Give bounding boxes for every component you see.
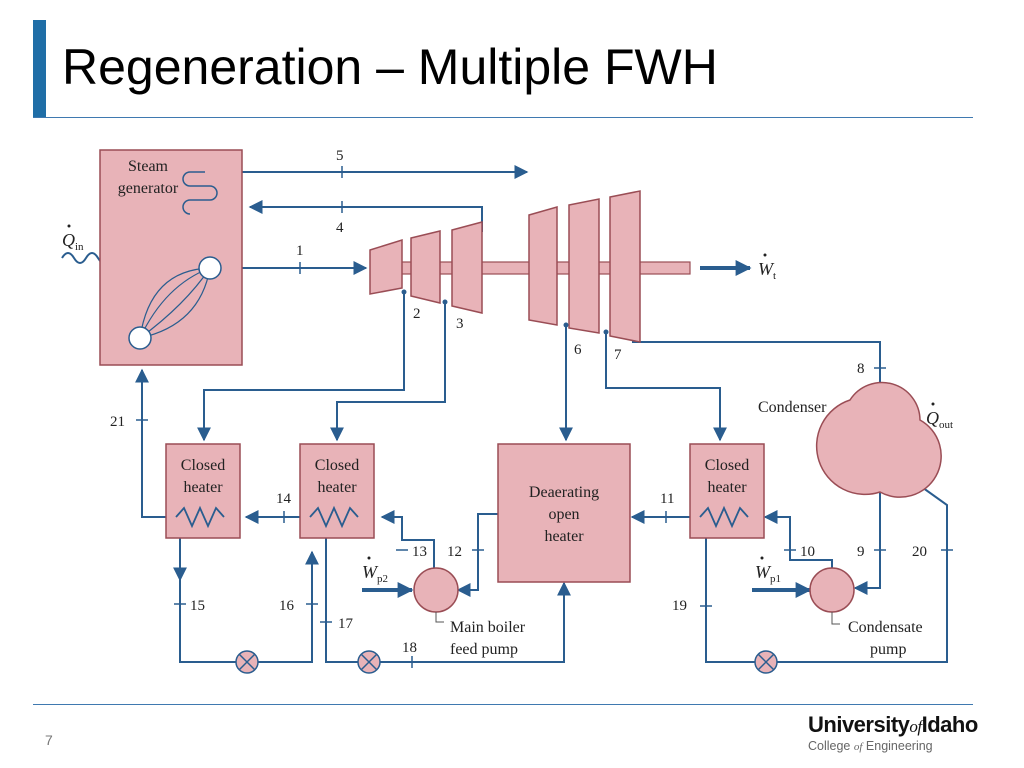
- state-label-21: 21: [110, 414, 125, 430]
- page-number: 7: [45, 732, 53, 748]
- line-7: [605, 332, 727, 442]
- steam-generator-label-1: Steam: [128, 158, 169, 175]
- trap-valve-1-icon: [235, 650, 259, 674]
- line-20: [777, 479, 948, 663]
- closed-heater-3: [689, 443, 765, 539]
- state-label-15: 15: [190, 598, 205, 614]
- state-label-4: 4: [336, 220, 344, 236]
- line-21: [135, 368, 166, 518]
- w-t-label: Wt: [758, 259, 776, 282]
- closed-heater-1-label-2: heater: [183, 479, 223, 496]
- title-divider: [33, 117, 973, 118]
- line-18: [380, 581, 571, 663]
- line-9: [853, 492, 881, 595]
- closed-heater-2: [299, 443, 375, 539]
- closed-heater-1: [165, 443, 241, 539]
- main-pump-label-1: Main boiler: [450, 619, 526, 636]
- heater-1-coil-icon: [175, 505, 225, 529]
- line-3: [330, 302, 446, 442]
- state-label-12: 12: [447, 544, 462, 560]
- trap-valve-2-icon: [357, 650, 381, 674]
- closed-heater-1-label-1: Closed: [181, 457, 225, 474]
- line-15b: [179, 580, 236, 663]
- line-4: [248, 200, 483, 232]
- title-accent-bar: [33, 20, 46, 118]
- main-boiler-feed-pump: [413, 567, 459, 613]
- line-19: [705, 538, 755, 663]
- q-out-label: Qout: [926, 408, 953, 431]
- slide-title: Regeneration – Multiple FWH: [62, 39, 718, 95]
- line-2: [197, 292, 405, 442]
- steam-generator-label-2: generator: [118, 180, 179, 197]
- lp-turbine-stage-1: [528, 206, 558, 326]
- state-label-6: 6: [574, 342, 582, 358]
- line-16: [258, 550, 319, 663]
- condensate-pump-label-2: pump: [870, 641, 906, 658]
- sg-drum-bottom-icon: [128, 326, 152, 350]
- deaerating-open-heater: [497, 443, 631, 583]
- state-label-20: 20: [912, 544, 927, 560]
- state-label-10: 10: [800, 544, 815, 560]
- state-label-18: 18: [402, 640, 417, 656]
- state-label-1: 1: [296, 243, 304, 259]
- state-label-9: 9: [857, 544, 865, 560]
- footer-divider: [33, 704, 973, 705]
- steam-generator: [99, 149, 243, 366]
- hp-turbine-stage-3: [451, 221, 483, 314]
- state-label-14: 14: [276, 491, 292, 507]
- closed-heater-3-label-2: heater: [707, 479, 747, 496]
- lp-turbine-stage-2: [568, 198, 600, 334]
- state-label-7: 7: [614, 347, 622, 363]
- state-label-13: 13: [412, 544, 427, 560]
- sg-coil-icon: [182, 171, 218, 215]
- line-13: [380, 510, 435, 568]
- state-label-11: 11: [660, 491, 674, 507]
- line-8: [632, 341, 887, 400]
- hp-turbine-stage-1: [369, 238, 403, 295]
- trap-valve-3-icon: [754, 650, 778, 674]
- deaerator-label-2: open: [548, 506, 579, 523]
- logo-wordmark: UniversityofIdaho: [808, 712, 978, 737]
- state-label-5: 5: [336, 148, 344, 164]
- condensate-pump-label-1: Condensate: [848, 619, 923, 636]
- logo-college-line: College of Engineering: [808, 739, 933, 753]
- closed-heater-3-label-1: Closed: [705, 457, 749, 474]
- lp-turbine-stage-3: [609, 190, 641, 343]
- sg-drum-top-icon: [198, 256, 222, 280]
- deaerator-label-3: heater: [544, 528, 584, 545]
- w-p1-label: Wp1: [755, 562, 781, 585]
- heater-3-coil-icon: [699, 505, 749, 529]
- condensate-pump: [809, 567, 855, 613]
- condenser: [815, 381, 942, 498]
- state-label-19: 19: [672, 598, 687, 614]
- line-12: [456, 513, 498, 597]
- line-17: [325, 538, 358, 663]
- deaerator-label-1: Deaerating: [529, 484, 599, 501]
- closed-heater-2-label-2: heater: [317, 479, 357, 496]
- university-logo: UniversityofIdaho College of Engineering: [808, 712, 1013, 753]
- state-label-16: 16: [279, 598, 295, 614]
- main-pump-label-2: feed pump: [450, 641, 518, 658]
- w-p2-label: Wp2: [362, 562, 388, 585]
- heater-2-coil-icon: [309, 505, 359, 529]
- state-label-2: 2: [413, 306, 421, 322]
- q-in-label: Qin: [62, 230, 84, 253]
- state-label-8: 8: [857, 361, 865, 377]
- hp-turbine-stage-2: [410, 230, 441, 304]
- closed-heater-2-label-1: Closed: [315, 457, 359, 474]
- condenser-label: Condenser: [758, 399, 827, 416]
- state-label-17: 17: [338, 616, 354, 632]
- state-label-3: 3: [456, 316, 464, 332]
